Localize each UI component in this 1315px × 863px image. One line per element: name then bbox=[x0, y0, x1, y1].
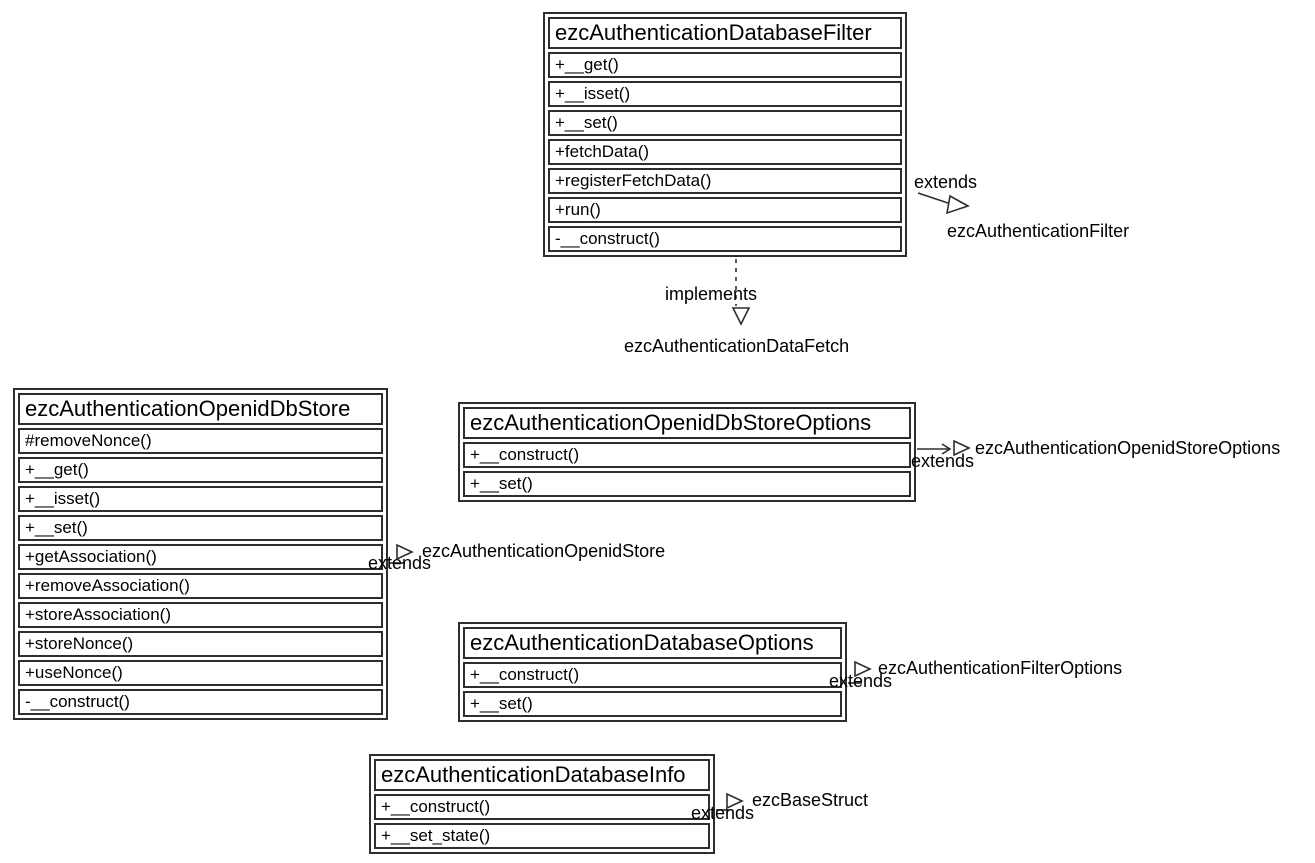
class-method-list: +__construct() +__set() bbox=[463, 442, 911, 497]
class-method: +fetchData() bbox=[548, 139, 902, 165]
class-box-database-info: ezcAuthenticationDatabaseInfo +__constru… bbox=[369, 754, 715, 854]
class-method-list: +__construct() +__set_state() bbox=[374, 794, 710, 849]
relation-target-ezc-authentication-filter: ezcAuthenticationFilter bbox=[947, 221, 1130, 241]
class-name: ezcAuthenticationDatabaseFilter bbox=[548, 17, 902, 49]
class-method-list: #removeNonce() +__get() +__isset() +__set()… bbox=[18, 428, 383, 715]
class-method: +__get() bbox=[548, 52, 902, 78]
extends-line bbox=[917, 192, 952, 205]
class-name: ezcAuthenticationOpenidDbStore bbox=[18, 393, 383, 425]
class-box-database-filter: ezcAuthenticationDatabaseFilter +__get()… bbox=[543, 12, 907, 257]
class-name: ezcAuthenticationDatabaseOptions bbox=[463, 627, 842, 659]
class-method: #removeNonce() bbox=[18, 428, 383, 454]
class-method: +__construct() bbox=[374, 794, 710, 820]
class-method-list: +__construct() +__set() bbox=[463, 662, 842, 717]
class-method: +useNonce() bbox=[18, 660, 383, 686]
relation-target-ezc-authentication-openid-store-options: ezcAuthenticationOpenidStoreOptions bbox=[975, 438, 1281, 458]
class-method: +__set() bbox=[463, 691, 842, 717]
class-method-list: +__get() +__isset() +__set() +fetchData() +r… bbox=[548, 52, 902, 252]
class-method: +registerFetchData() bbox=[548, 168, 902, 194]
class-method: -__construct() bbox=[548, 226, 902, 252]
generalization-triangle-icon bbox=[945, 194, 970, 215]
class-method: -__construct() bbox=[18, 689, 383, 715]
relation-extends-label: extends bbox=[914, 172, 978, 192]
class-box-database-options: ezcAuthenticationDatabaseOptions +__cons… bbox=[458, 622, 847, 722]
class-method: +storeNonce() bbox=[18, 631, 383, 657]
class-box-openid-db-store-options: ezcAuthenticationOpenidDbStoreOptions +_… bbox=[458, 402, 916, 502]
class-method: +__construct() bbox=[463, 442, 911, 468]
relation-extends-label: extends bbox=[829, 671, 893, 691]
class-method: +__isset() bbox=[18, 486, 383, 512]
class-method: +removeAssociation() bbox=[18, 573, 383, 599]
class-method: +storeAssociation() bbox=[18, 602, 383, 628]
class-method: +__set() bbox=[463, 471, 911, 497]
class-box-openid-db-store: ezcAuthenticationOpenidDbStore #removeNo… bbox=[13, 388, 388, 720]
relation-extends-label: extends bbox=[911, 451, 975, 471]
relation-extends-label: extends bbox=[691, 803, 755, 823]
class-method: +__isset() bbox=[548, 81, 902, 107]
relation-target-ezc-authentication-openid-store: ezcAuthenticationOpenidStore bbox=[422, 541, 666, 561]
class-method: +run() bbox=[548, 197, 902, 223]
class-method: +__set() bbox=[548, 110, 902, 136]
relation-target-ezc-base-struct: ezcBaseStruct bbox=[752, 790, 869, 810]
class-method: +__construct() bbox=[463, 662, 842, 688]
realization-triangle-icon bbox=[731, 307, 751, 326]
relation-target-ezc-authentication-data-fetch: ezcAuthenticationDataFetch bbox=[624, 336, 850, 356]
relation-implements-label: implements bbox=[665, 284, 758, 304]
class-method: +__get() bbox=[18, 457, 383, 483]
relation-target-ezc-authentication-filter-options: ezcAuthenticationFilterOptions bbox=[878, 658, 1123, 678]
class-name: ezcAuthenticationOpenidDbStoreOptions bbox=[463, 407, 911, 439]
class-method: +__set() bbox=[18, 515, 383, 541]
class-method: +getAssociation() bbox=[18, 544, 383, 570]
class-method: +__set_state() bbox=[374, 823, 710, 849]
class-name: ezcAuthenticationDatabaseInfo bbox=[374, 759, 710, 791]
